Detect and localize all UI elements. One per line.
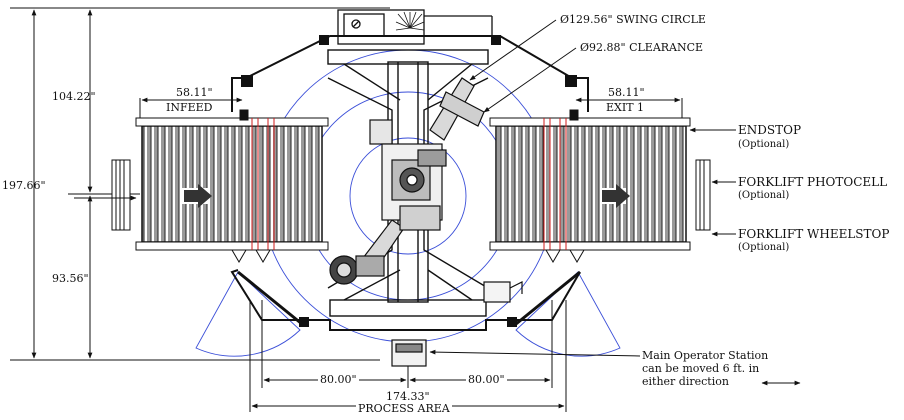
- operator-station-label-2: can be moved 6 ft. in: [642, 362, 760, 375]
- operator-fences: [237, 270, 581, 326]
- photocell-note: (Optional): [738, 190, 790, 201]
- operator-station-label-1: Main Operator Station: [642, 349, 769, 362]
- infeed-width-label: 58.11": [176, 86, 213, 99]
- overall-height-label: 197.66": [2, 179, 46, 192]
- wheelstop-note: (Optional): [738, 242, 790, 253]
- photocell-label: FORKLIFT PHOTOCELL: [738, 175, 888, 189]
- infeed-posts: [231, 109, 271, 263]
- process-area-width-label: 174.33": [386, 390, 430, 403]
- upper-height-label: 104.22": [52, 90, 96, 103]
- exit-posts: [545, 109, 585, 263]
- operator-station: [391, 339, 427, 367]
- endstop-label: ENDSTOP: [738, 123, 802, 137]
- exit-label: EXIT 1: [606, 101, 645, 114]
- exit-width-label: 58.11": [608, 86, 645, 99]
- exit-width-dimension: [575, 97, 683, 118]
- endstop-note: (Optional): [738, 139, 790, 150]
- operator-station-label-3: either direction: [642, 375, 729, 388]
- control-cabinet: [337, 9, 493, 45]
- overall-height-dimension: [10, 7, 390, 361]
- exit-conveyor: [489, 117, 711, 251]
- left-offset-label: 80.00": [318, 373, 359, 386]
- leader-lines: [429, 19, 801, 386]
- right-offset-label: 80.00": [466, 373, 507, 386]
- exit-photo-beams: [543, 118, 567, 250]
- infeed-photo-beams: [251, 118, 275, 250]
- infeed-width-dimension: [139, 97, 243, 118]
- wheelstop-label: FORKLIFT WHEELSTOP: [738, 227, 890, 241]
- clearance-label: Ø92.88" CLEARANCE: [580, 41, 704, 54]
- infeed-conveyor: [111, 117, 329, 251]
- process-area-label: PROCESS AREA: [356, 402, 452, 415]
- swing-circle-label: Ø129.56" SWING CIRCLE: [560, 13, 706, 26]
- lower-height-label: 93.56": [52, 272, 89, 285]
- robot-arm: [329, 77, 523, 303]
- infeed-label: INFEED: [166, 101, 213, 114]
